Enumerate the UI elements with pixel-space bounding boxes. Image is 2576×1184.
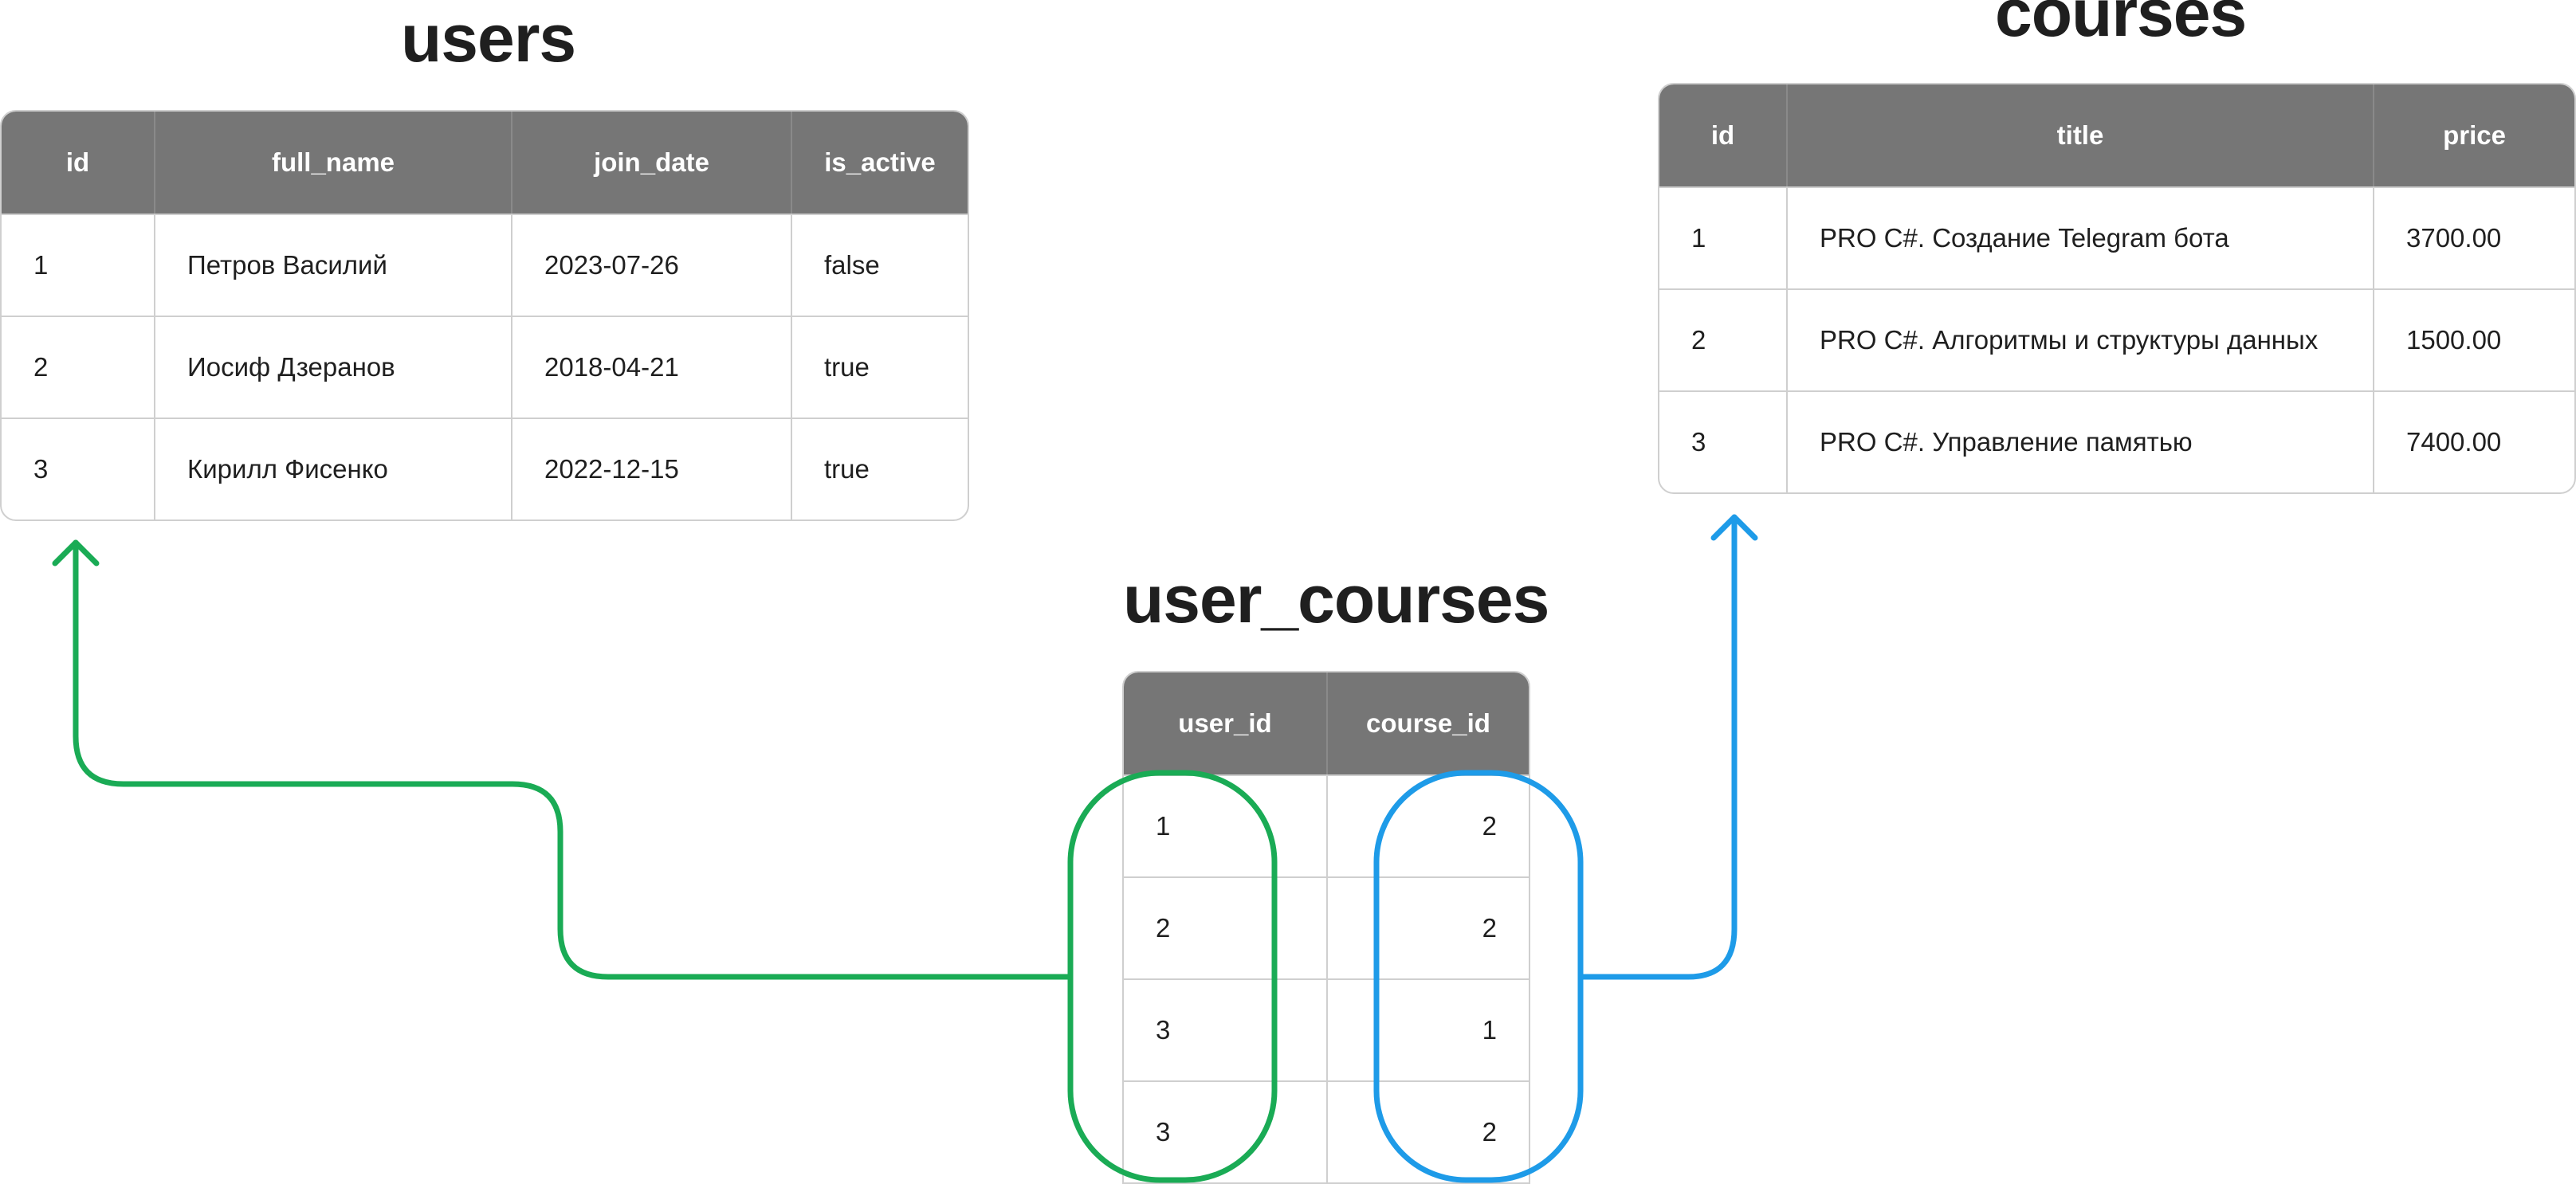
users-table-title: users (401, 1, 576, 76)
user-courses-table-title: user_courses (1123, 562, 1549, 637)
users-cell-is-active: true (791, 419, 968, 519)
users-cell-is-active: true (791, 317, 968, 418)
user-courses-col-user-id: user_id (1178, 708, 1272, 738)
table-row: 1 Петров Василий 2023-07-26 false (2, 214, 968, 316)
users-col-id: id (65, 147, 90, 177)
courses-cell-id: 1 (1691, 223, 1706, 253)
users-cell-join-date: 2018-04-21 (511, 317, 791, 418)
users-col-is-active: is_active (791, 112, 968, 214)
users-cell-id: 2 (33, 352, 49, 382)
user-courses-cell-course-id: 1 (1326, 980, 1529, 1080)
table-row: 2 PRO C#. Алгоритмы и структуры данных 1… (1659, 288, 2574, 390)
courses-cell-id: 3 (1691, 427, 1706, 457)
courses-header-row: id title price (1659, 84, 2574, 186)
courses-cell-title: PRO C#. Алгоритмы и структуры данных (1786, 290, 2373, 390)
user-courses-cell-course-id: 2 (1326, 776, 1529, 876)
table-row: 3 2 (1124, 1080, 1529, 1182)
courses-cell-price: 3700.00 (2373, 188, 2574, 288)
users-cell-join-date: 2022-12-15 (511, 419, 791, 519)
user-courses-cell-course-id: 2 (1326, 1082, 1529, 1182)
table-row: 2 Иосиф Дзеранов 2018-04-21 true (2, 316, 968, 418)
courses-table-title: courses (1995, 0, 2247, 50)
courses-col-id: id (1710, 120, 1735, 150)
users-header-row: id full_name join_date is_active (2, 112, 968, 214)
courses-cell-price: 7400.00 (2373, 392, 2574, 492)
courses-col-price: price (2373, 84, 2574, 186)
users-col-full-name: full_name (154, 112, 511, 214)
courses-cell-price: 1500.00 (2373, 290, 2574, 390)
users-cell-is-active: false (791, 215, 968, 316)
user-courses-table: user_id course_id 1 2 2 2 3 1 3 2 (1122, 671, 1530, 1184)
course-id-to-courses-arrow (1577, 514, 1738, 980)
user-courses-cell-user-id: 3 (1156, 1117, 1171, 1147)
users-cell-join-date: 2023-07-26 (511, 215, 791, 316)
user-courses-cell-user-id: 3 (1156, 1015, 1171, 1045)
user-courses-cell-user-id: 1 (1156, 811, 1171, 841)
user-courses-header-row: user_id course_id (1124, 672, 1529, 774)
courses-cell-title: PRO C#. Управление памятью (1786, 392, 2373, 492)
table-row: 2 2 (1124, 876, 1529, 978)
table-row: 3 1 (1124, 978, 1529, 1080)
users-cell-full-name: Иосиф Дзеранов (154, 317, 511, 418)
users-cell-id: 1 (33, 250, 49, 280)
users-arrowhead-icon (52, 539, 100, 567)
users-cell-full-name: Петров Василий (154, 215, 511, 316)
user-courses-col-course-id: course_id (1326, 672, 1529, 774)
user-courses-cell-course-id: 2 (1326, 878, 1529, 978)
users-cell-id: 3 (33, 454, 49, 484)
courses-cell-id: 2 (1691, 325, 1706, 355)
table-row: 3 Кирилл Фисенко 2022-12-15 true (2, 418, 968, 519)
user-courses-cell-user-id: 2 (1156, 913, 1171, 943)
table-row: 1 2 (1124, 774, 1529, 876)
courses-cell-title: PRO C#. Создание Telegram бота (1786, 188, 2373, 288)
user-id-to-users-arrow (73, 539, 1074, 980)
users-cell-full-name: Кирилл Фисенко (154, 419, 511, 519)
courses-table: id title price 1 PRO C#. Создание Telegr… (1658, 83, 2576, 494)
users-table: id full_name join_date is_active 1 Петро… (0, 110, 969, 521)
table-row: 1 PRO C#. Создание Telegram бота 3700.00 (1659, 186, 2574, 288)
courses-arrowhead-icon (1710, 514, 1758, 541)
courses-col-title: title (1786, 84, 2373, 186)
users-col-join-date: join_date (511, 112, 791, 214)
table-row: 3 PRO C#. Управление памятью 7400.00 (1659, 390, 2574, 492)
